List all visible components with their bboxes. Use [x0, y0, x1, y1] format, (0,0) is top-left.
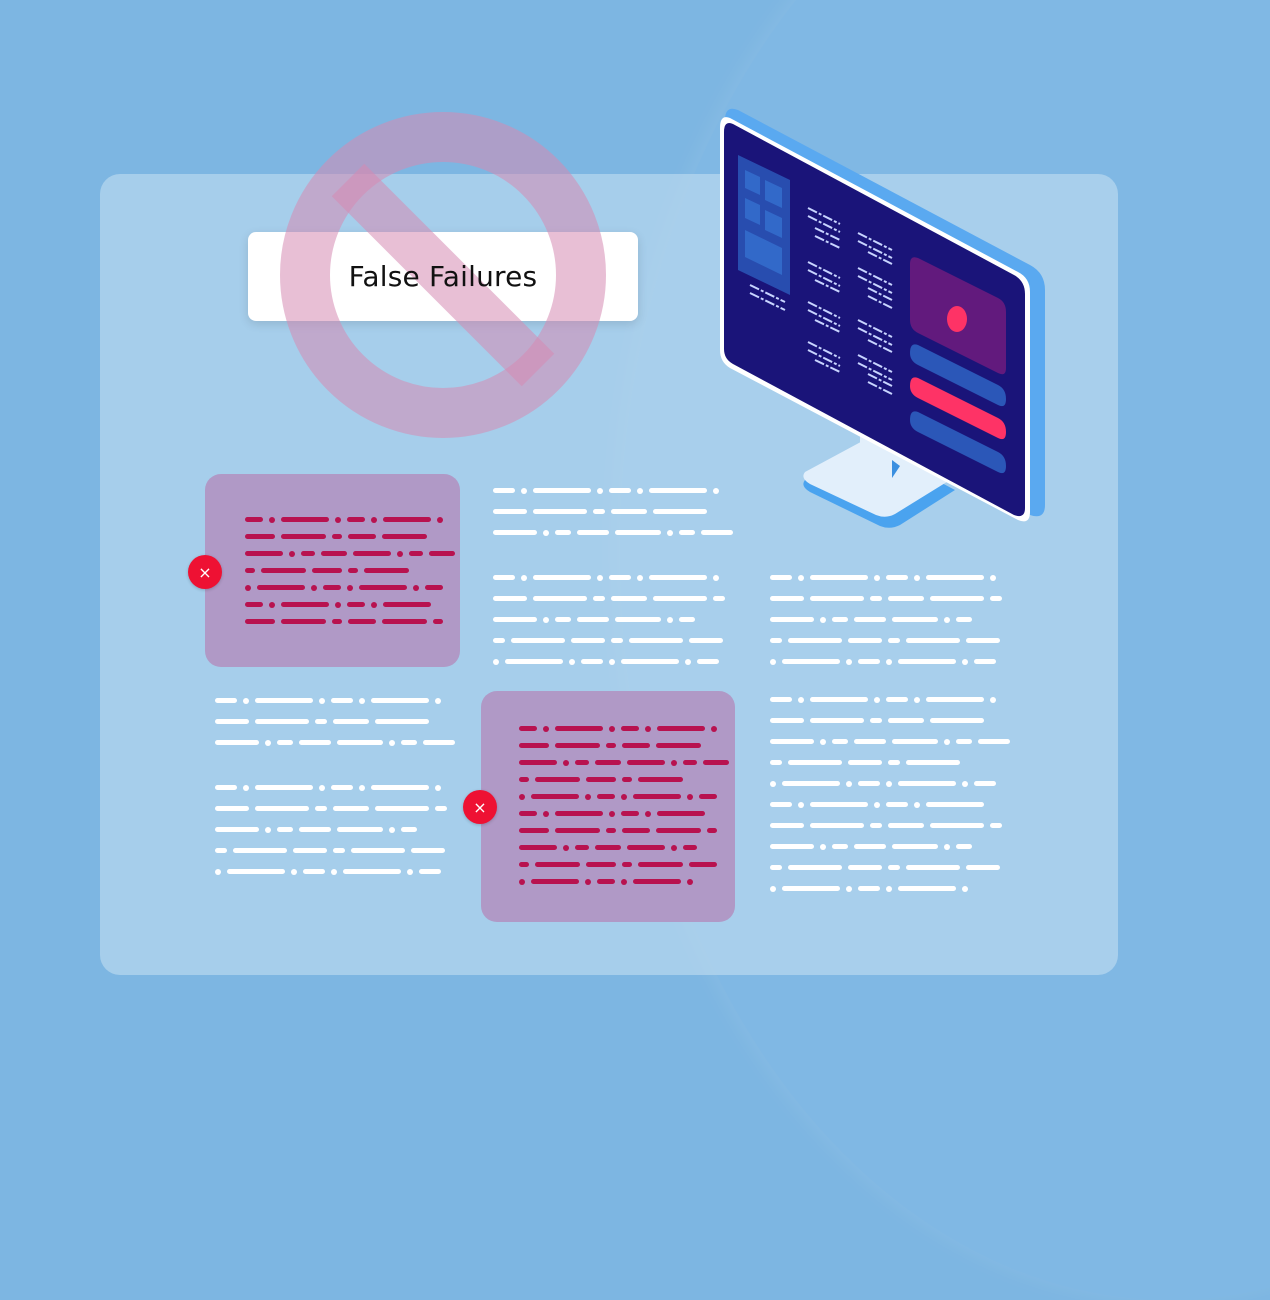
- close-x-icon: ×: [473, 797, 487, 817]
- text-block-right-bottom: [770, 696, 1016, 907]
- close-x-icon: ×: [198, 562, 212, 582]
- monitor-icon: [720, 108, 1045, 528]
- failed-test-lines-2: [519, 725, 735, 896]
- text-block-left-bottom-2: [215, 784, 453, 890]
- error-badge-2[interactable]: ×: [463, 790, 497, 824]
- false-failures-title: False Failures: [348, 260, 538, 293]
- text-block-left-bottom-1: [215, 697, 461, 761]
- text-block-right-top: [770, 574, 1008, 680]
- false-failures-label-card: False Failures: [248, 232, 638, 321]
- text-block-top-middle: [493, 487, 739, 551]
- failed-test-lines-1: [245, 516, 461, 636]
- error-badge-1[interactable]: ×: [188, 555, 222, 589]
- text-block-middle: [493, 574, 731, 680]
